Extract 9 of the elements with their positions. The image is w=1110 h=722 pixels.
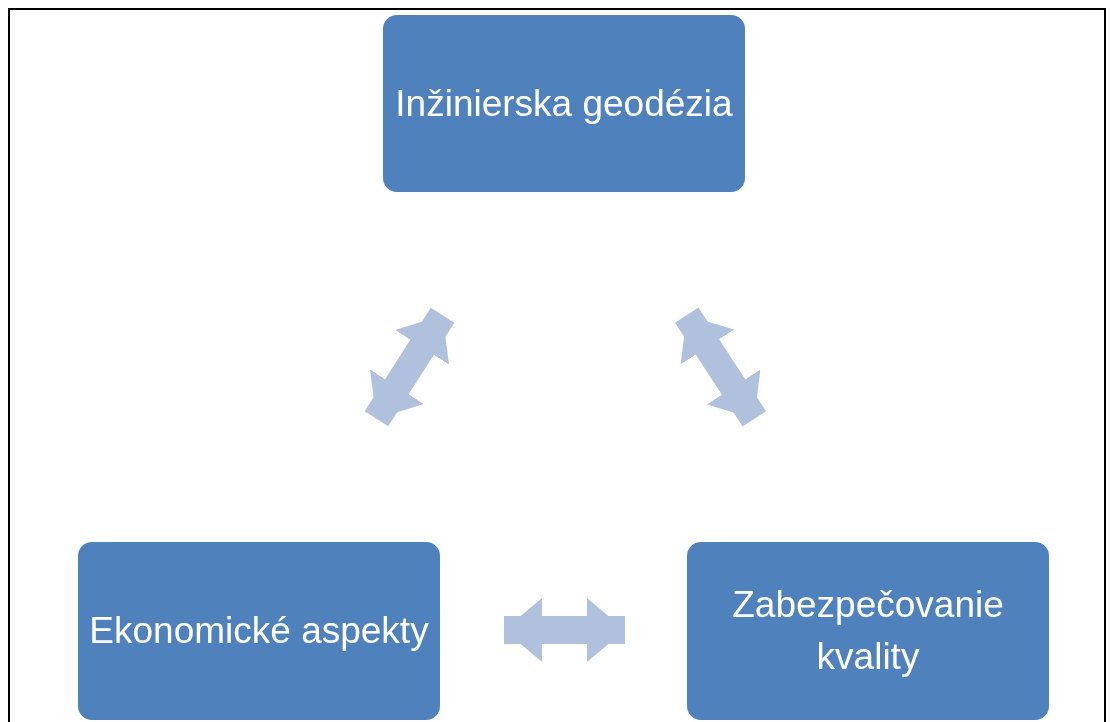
- process-box: [687, 542, 1049, 720]
- process-box: [383, 15, 745, 192]
- double-arrow: [364, 307, 455, 427]
- double-arrow: [674, 307, 767, 427]
- box-label: Zabezpečovanie kvality: [731, 583, 1005, 679]
- process-box: [78, 542, 440, 720]
- box-label: Inžinierska geodézia: [395, 81, 733, 126]
- double-arrow: [504, 598, 625, 662]
- box-label: Ekonomické aspekty: [89, 609, 429, 654]
